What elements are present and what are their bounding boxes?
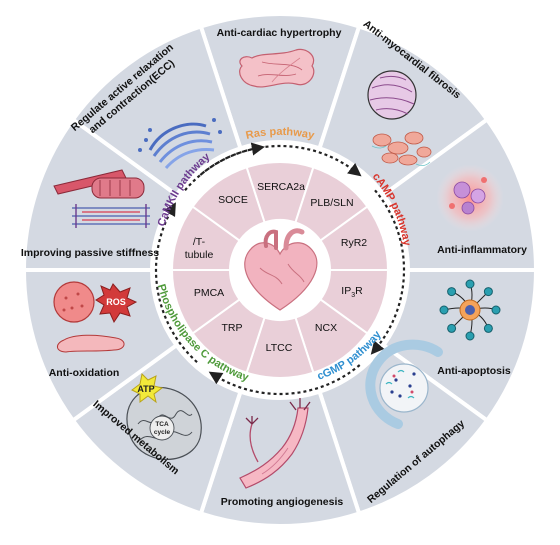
ros-label: ROS bbox=[106, 297, 126, 307]
target-trp: TRP bbox=[222, 322, 243, 334]
apoptosis-node bbox=[484, 324, 492, 332]
label-anti-inflammatory: Anti-inflammatory bbox=[437, 244, 527, 256]
tca-cycle-label-2: cycle bbox=[154, 429, 171, 436]
target-ncx: NCX bbox=[315, 322, 337, 334]
target-ryr2: RyR2 bbox=[341, 237, 367, 249]
label-improving-passive-stiffness: Improving passive stiffness bbox=[21, 247, 159, 259]
label-anti-apoptosis: Anti-apoptosis bbox=[437, 365, 511, 377]
label-anti-cardiac-hypertrophy: Anti-cardiac hypertrophy bbox=[217, 27, 342, 39]
label-anti-oxidation: Anti-oxidation bbox=[49, 367, 120, 379]
apoptosis-node bbox=[484, 288, 492, 296]
tca-cycle-label: TCA bbox=[155, 421, 169, 428]
apoptosis-node bbox=[448, 288, 456, 296]
label-promoting-angiogenesis: Promoting angiogenesis bbox=[221, 496, 344, 508]
apoptosis-node bbox=[466, 280, 474, 288]
target-plb-sln: PLB/SLN bbox=[310, 197, 353, 209]
apoptosis-node bbox=[448, 324, 456, 332]
apoptosis-node bbox=[466, 332, 474, 340]
target-pmca: PMCA bbox=[194, 287, 224, 299]
apoptosis-node bbox=[492, 306, 500, 314]
target-serca2a: SERCA2a bbox=[257, 181, 305, 193]
apoptosis-node bbox=[440, 306, 448, 314]
target-soce: SOCE bbox=[218, 194, 248, 206]
atp-label: ATP bbox=[137, 384, 154, 394]
target-ltcc: LTCC bbox=[266, 342, 293, 354]
inflammation-icon bbox=[436, 164, 504, 232]
